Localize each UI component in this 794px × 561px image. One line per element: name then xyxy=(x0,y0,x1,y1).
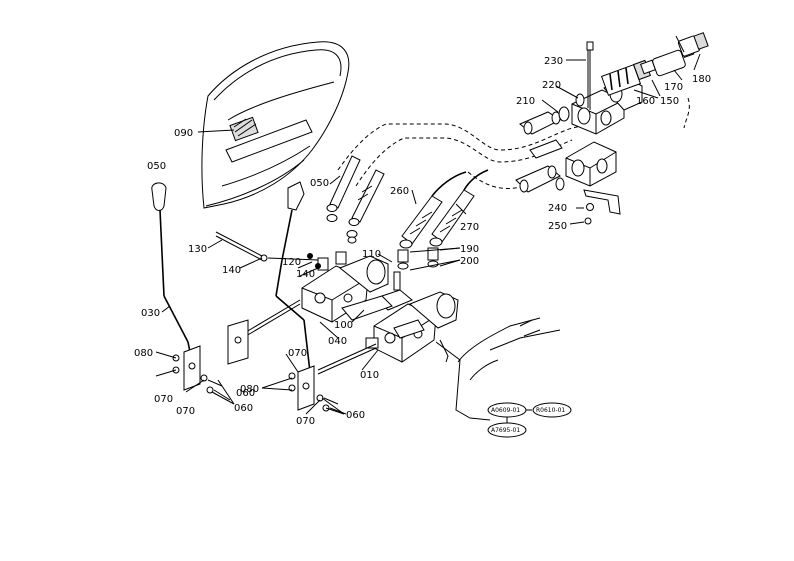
callout-090: 090 xyxy=(174,128,193,139)
callout-180: 180 xyxy=(692,74,711,85)
hose-fittings-210 xyxy=(515,93,585,193)
callout-110: 110 xyxy=(362,249,381,260)
callout-150: 150 xyxy=(660,96,679,107)
reference-codes: A0609-01 R0610-01 A7695-01 xyxy=(487,402,572,438)
callout-080-left: 080 xyxy=(134,348,153,359)
callout-270: 270 xyxy=(460,222,479,233)
coupler-180 xyxy=(675,32,709,57)
callout-070-a: 070 xyxy=(154,394,173,405)
callout-050-left: 050 xyxy=(147,161,166,172)
lever-bracket-right xyxy=(288,365,347,415)
callout-260: 260 xyxy=(390,186,409,197)
bracket-240 xyxy=(583,189,621,225)
callout-250: 250 xyxy=(548,221,567,232)
callout-070-b: 070 xyxy=(176,406,195,417)
hose-050 xyxy=(326,155,385,244)
lever-030 xyxy=(151,182,193,363)
callout-170: 170 xyxy=(664,82,683,93)
hose-260 xyxy=(399,171,467,249)
callout-040: 040 xyxy=(328,336,347,347)
fittings-190-200 xyxy=(393,247,439,291)
callout-140-right: 140 xyxy=(296,269,315,280)
fender-label-plate xyxy=(229,116,259,142)
callout-060-b: 060 xyxy=(236,388,255,399)
callout-070-c: 070 xyxy=(288,348,307,359)
transmission-housing xyxy=(435,317,561,421)
callout-070-d: 070 xyxy=(296,416,315,427)
callout-060-c: 060 xyxy=(346,410,365,421)
hose-270 xyxy=(429,169,489,247)
callout-050-right: 050 xyxy=(310,178,329,189)
callout-100: 100 xyxy=(334,320,353,331)
bolt-230 xyxy=(586,41,594,110)
callout-010: 010 xyxy=(360,370,379,381)
callout-230: 230 xyxy=(544,56,563,67)
callout-160: 160 xyxy=(636,96,655,107)
callout-060-a: 060 xyxy=(234,403,253,414)
callout-130: 130 xyxy=(188,244,207,255)
ref-code-2: R0610-01 xyxy=(536,407,565,414)
lever-bracket-left xyxy=(172,319,249,401)
ref-code-1: A0609-01 xyxy=(491,407,520,414)
callout-240: 240 xyxy=(548,203,567,214)
fender-cover xyxy=(201,41,350,209)
hydraulic-pipes xyxy=(337,97,690,189)
callout-080-right: 080 xyxy=(240,384,259,395)
callout-030: 030 xyxy=(141,308,160,319)
valve-block-lower xyxy=(565,141,617,187)
callout-120: 120 xyxy=(282,257,301,268)
callout-190: 190 xyxy=(460,244,479,255)
ref-code-3: A7695-01 xyxy=(491,427,520,434)
lever-040 xyxy=(275,181,311,373)
callout-140-left: 140 xyxy=(222,265,241,276)
callout-200: 200 xyxy=(460,256,479,267)
leader-lines xyxy=(155,53,701,415)
callout-210: 210 xyxy=(516,96,535,107)
callout-labels: 090 050 050 130 140 120 140 030 100 040 … xyxy=(134,56,711,427)
callout-220: 220 xyxy=(542,80,561,91)
bracket-100 xyxy=(341,295,425,339)
